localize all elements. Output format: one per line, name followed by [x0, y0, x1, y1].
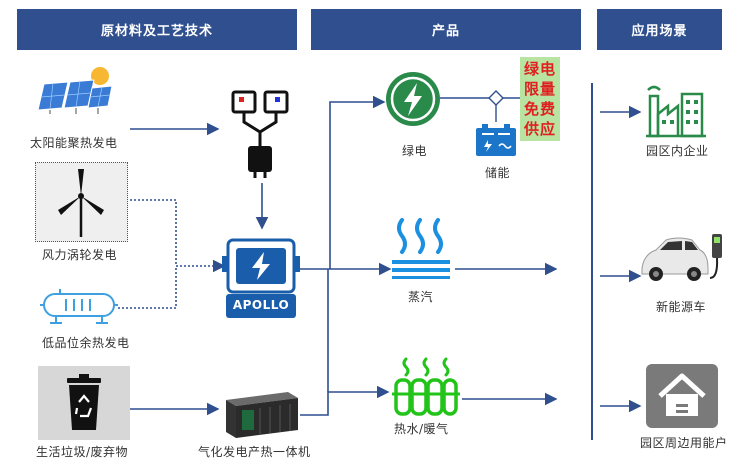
label-solar: 太阳能聚热发电: [30, 136, 118, 150]
label-low-grade: 低品位余热发电: [42, 336, 130, 350]
label-storage: 储能: [485, 166, 511, 180]
note-line-3: 免费: [523, 100, 556, 118]
solar-panel-icon: [37, 66, 118, 118]
label-steam: 蒸汽: [408, 290, 434, 304]
label-residential: 园区周边用能户: [640, 436, 728, 450]
label-hot-water: 热水/暖气: [394, 422, 449, 436]
note-line-1: 绿电: [523, 60, 556, 78]
apollo-machine-icon: [222, 234, 302, 328]
free-supply-note: 绿电 限量 免费 供应: [520, 57, 560, 141]
label-gasifier: 气化发电产热一体机: [198, 445, 311, 459]
label-wind: 风力涡轮发电: [42, 248, 118, 262]
heat-tank-icon: [38, 286, 120, 330]
label-green-power: 绿电: [402, 144, 428, 158]
wind-turbine-icon: [35, 162, 128, 242]
gasifier-machine-icon: [220, 388, 300, 444]
label-apollo: APOLLO: [232, 298, 290, 312]
battery-storage-icon: [474, 122, 518, 162]
label-waste: 生活垃圾/废弃物: [36, 445, 129, 459]
label-ev: 新能源车: [656, 300, 707, 314]
radiator-icon: [392, 356, 460, 422]
steam-icon: [390, 214, 454, 284]
home-icon: [646, 364, 718, 432]
header-products: 产品: [311, 9, 581, 50]
separator-device-icon: [228, 88, 292, 186]
lightning-icon: [384, 70, 442, 132]
label-industrial: 园区内企业: [646, 144, 709, 158]
electric-car-icon: [638, 232, 730, 288]
header-raw-materials: 原材料及工艺技术: [17, 9, 297, 50]
factory-icon: [646, 84, 706, 142]
note-line-4: 供应: [523, 120, 556, 138]
header-applications: 应用场景: [597, 9, 722, 50]
note-line-2: 限量: [523, 80, 556, 98]
recycle-bin-icon: [38, 366, 130, 440]
